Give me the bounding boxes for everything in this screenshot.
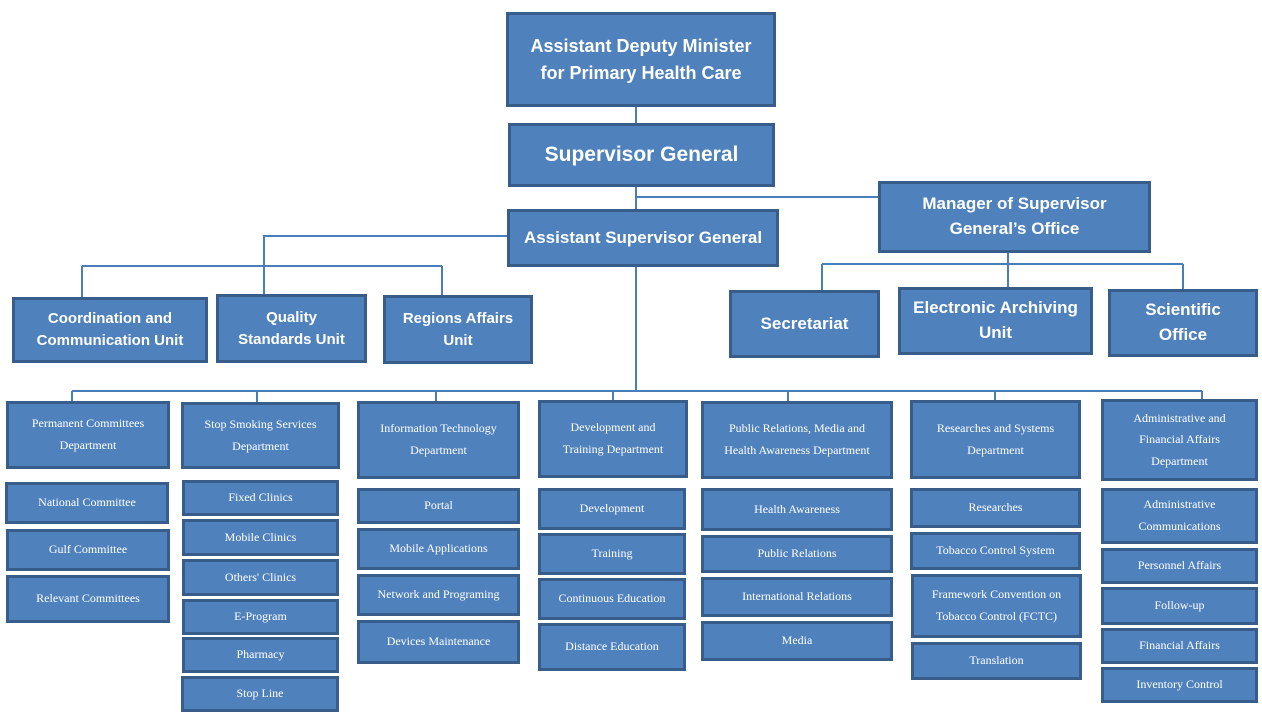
department-box: Researches and Systems Department xyxy=(910,400,1081,479)
manager-office-box: Manager of Supervisor General’s Office xyxy=(878,181,1151,253)
department-box: Development and Training Department xyxy=(538,400,688,478)
sub-item-box: Financial Affairs xyxy=(1101,628,1258,664)
sub-item-box: Gulf Committee xyxy=(6,529,170,571)
sub-item-box: Inventory Control xyxy=(1101,667,1258,703)
sub-item-box: Follow-up xyxy=(1101,587,1258,625)
sub-item-box: Network and Programing xyxy=(357,574,520,616)
archiving-unit-box: Electronic Archiving Unit xyxy=(898,287,1093,355)
sub-item-box: E-Program xyxy=(182,599,339,635)
sub-item-box: Mobile Clinics xyxy=(182,519,339,556)
sub-item-box: International Relations xyxy=(701,577,893,617)
sub-item-box: Portal xyxy=(357,488,520,524)
department-box: Public Relations, Media and Health Aware… xyxy=(701,401,893,479)
sub-item-box: Devices Maintenance xyxy=(357,620,520,664)
sub-item-box: Others' Clinics xyxy=(182,559,339,596)
assistant-supervisor-general-box: Assistant Supervisor General xyxy=(507,209,779,267)
sub-item-box: Pharmacy xyxy=(182,637,339,673)
sub-item-box: Fixed Clinics xyxy=(182,480,339,516)
sub-item-box: National Committee xyxy=(5,482,169,524)
supervisor-general-box: Supervisor General xyxy=(508,123,775,187)
department-box: Administrative and Financial Affairs Dep… xyxy=(1101,399,1258,481)
assistant-deputy-minister-box: Assistant Deputy Minister for Primary He… xyxy=(506,12,776,107)
sub-item-box: Distance Education xyxy=(538,623,686,671)
sub-item-box: Continuous Education xyxy=(538,578,686,620)
sub-item-box: Personnel Affairs xyxy=(1101,548,1258,584)
sub-item-box: Mobile Applications xyxy=(357,528,520,570)
sub-item-box: Media xyxy=(701,621,893,661)
sub-item-box: Administrative Communications xyxy=(1101,488,1258,544)
secretariat-box: Secretariat xyxy=(729,290,880,358)
sub-item-box: Stop Line xyxy=(181,676,339,712)
sub-item-box: Researches xyxy=(910,488,1081,528)
quality-unit-box: Quality Standards Unit xyxy=(216,294,367,363)
regions-unit-box: Regions Affairs Unit xyxy=(383,295,533,364)
sub-item-box: Framework Convention on Tobacco Control … xyxy=(911,574,1082,638)
department-box: Information Technology Department xyxy=(357,401,520,479)
sub-item-box: Public Relations xyxy=(701,535,893,573)
scientific-office-box: Scientific Office xyxy=(1108,289,1258,357)
department-box: Permanent Committees Department xyxy=(6,401,170,469)
coordination-unit-box: Coordination and Communication Unit xyxy=(12,297,208,363)
sub-item-box: Relevant Committees xyxy=(6,575,170,623)
sub-item-box: Translation xyxy=(911,642,1082,680)
sub-item-box: Training xyxy=(538,533,686,575)
sub-item-box: Tobacco Control System xyxy=(910,532,1081,570)
sub-item-box: Development xyxy=(538,488,686,530)
department-box: Stop Smoking Services Department xyxy=(181,402,340,469)
sub-item-box: Health Awareness xyxy=(701,488,893,531)
